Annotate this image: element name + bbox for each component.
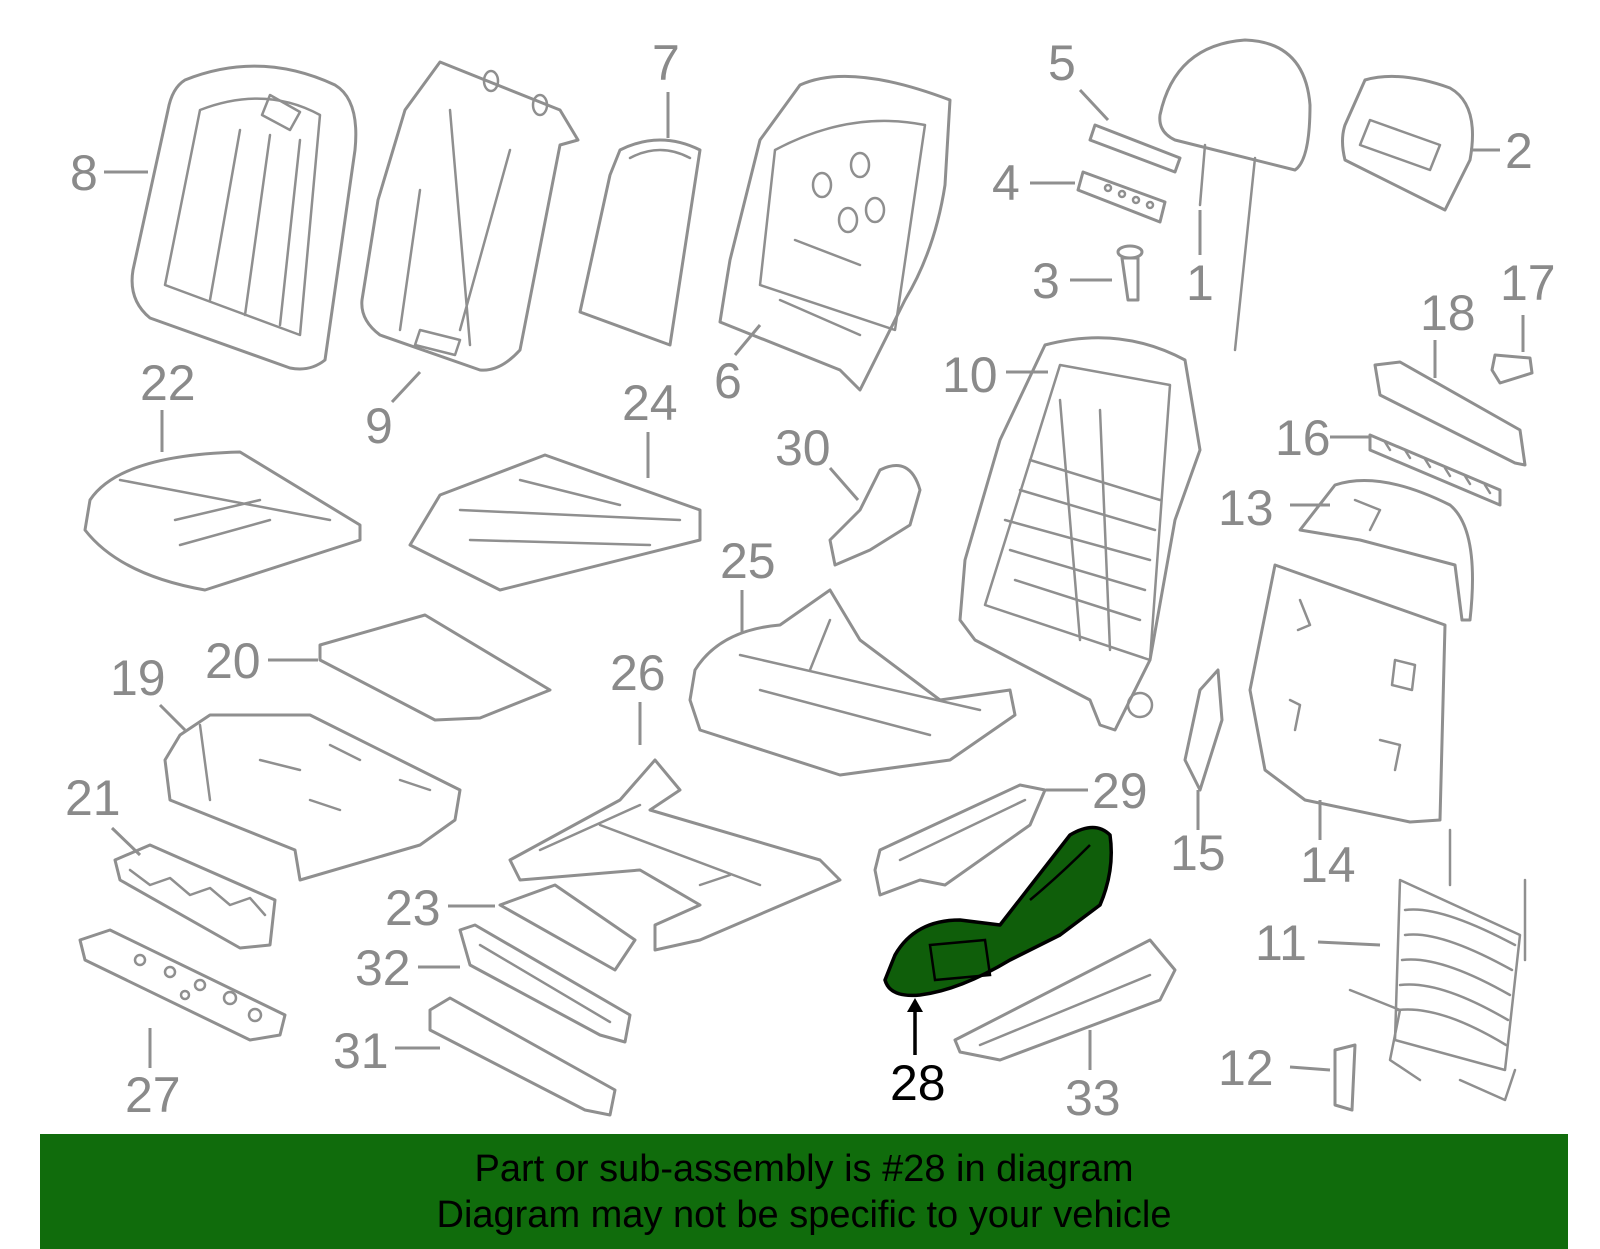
- part-31-lower-trim: [428, 996, 617, 1117]
- part-24-cushion-pad: [408, 453, 702, 592]
- part-4-plate: [1076, 170, 1167, 224]
- part-23-panel: [498, 883, 637, 972]
- part-16-comb-strip: [1368, 433, 1502, 507]
- part-28-seat-side-trim-highlighted[interactable]: [883, 825, 1113, 998]
- callout-30: 30: [775, 420, 831, 476]
- part-18-trim-strip: [1373, 360, 1527, 467]
- part-33-lower-side-trim: [953, 938, 1177, 1062]
- part-25-seat-frame: [688, 588, 1017, 777]
- part-22-cushion-cover: [83, 450, 362, 592]
- part-19-cushion-carrier: [163, 713, 462, 882]
- part-14-back-panel: [1248, 563, 1447, 824]
- part-1-headrest: [1158, 38, 1312, 352]
- callout-6: 6: [714, 353, 742, 409]
- callout-26: 26: [610, 645, 666, 701]
- callout-10: 10: [942, 347, 998, 403]
- part-17-connector: [1490, 353, 1534, 385]
- part-20-thin-pad: [318, 613, 552, 722]
- callout-8: 8: [70, 145, 98, 201]
- part-29-side-cover: [873, 783, 1047, 897]
- leader-30: [828, 467, 860, 501]
- callout-18: 18: [1420, 285, 1476, 341]
- leader-11: [1317, 940, 1381, 947]
- part-9-backrest-pad: [360, 60, 580, 372]
- callout-21: 21: [65, 770, 121, 826]
- callout-24: 24: [622, 375, 678, 431]
- part-11-spring-mat: [1348, 828, 1527, 1102]
- part-15-trim: [1183, 668, 1224, 792]
- callout-33: 33: [1065, 1070, 1121, 1126]
- part-7-back-panel: [578, 138, 702, 347]
- callout-1: 1: [1186, 255, 1214, 311]
- info-banner: Part or sub-assembly is #28 in diagram D…: [40, 1134, 1568, 1249]
- part-13-side-trim: [1298, 479, 1474, 622]
- callout-14: 14: [1300, 837, 1356, 893]
- callout-13: 13: [1218, 480, 1274, 536]
- leader-12: [1289, 1065, 1331, 1072]
- leader-5: [1078, 88, 1110, 122]
- part-12-clip: [1333, 1043, 1357, 1112]
- leader-21: [110, 826, 142, 857]
- part-3-guide-pin: [1116, 244, 1144, 302]
- part-10-backrest-frame: [958, 336, 1202, 732]
- callout-23: 23: [385, 880, 441, 936]
- callout-31: 31: [333, 1023, 389, 1079]
- callout-19: 19: [110, 650, 166, 706]
- leader-6: [733, 324, 762, 356]
- callout-32: 32: [355, 940, 411, 996]
- callout-9: 9: [365, 398, 393, 454]
- callout-15: 15: [1170, 825, 1226, 881]
- banner-line-1: Part or sub-assembly is #28 in diagram: [474, 1147, 1134, 1190]
- leader-9: [390, 370, 422, 404]
- callout-27: 27: [125, 1067, 181, 1123]
- part-26-seat-rails: [508, 758, 842, 952]
- callout-2: 2: [1505, 123, 1533, 179]
- callout-3: 3: [1032, 253, 1060, 309]
- callout-25: 25: [720, 533, 776, 589]
- callout-7: 7: [652, 35, 680, 91]
- part-6-backrest-frame: [718, 74, 952, 392]
- callout-11: 11: [1255, 915, 1307, 971]
- part-27-perforated-plate: [78, 928, 287, 1042]
- callout-5: 5: [1048, 35, 1076, 91]
- part-8-backrest-cover: [130, 64, 358, 371]
- callout-28: 28: [890, 1055, 946, 1111]
- part-2-headrest-trim: [1341, 74, 1474, 212]
- callout-12: 12: [1218, 1040, 1274, 1096]
- banner-line-2: Diagram may not be specific to your vehi…: [436, 1193, 1172, 1236]
- callout-29: 29: [1092, 763, 1148, 819]
- part-21-pad-block: [113, 843, 277, 950]
- part-30-side-bracket: [828, 464, 922, 567]
- part-5-bracket: [1088, 123, 1182, 174]
- callout-20: 20: [205, 633, 261, 689]
- callout-16: 16: [1275, 410, 1331, 466]
- arrowhead-28: [907, 998, 923, 1012]
- part-32-front-trim: [458, 923, 632, 1044]
- callout-17: 17: [1500, 255, 1556, 311]
- leader-19: [158, 703, 187, 732]
- callout-22: 22: [140, 355, 196, 411]
- callout-4: 4: [992, 155, 1020, 211]
